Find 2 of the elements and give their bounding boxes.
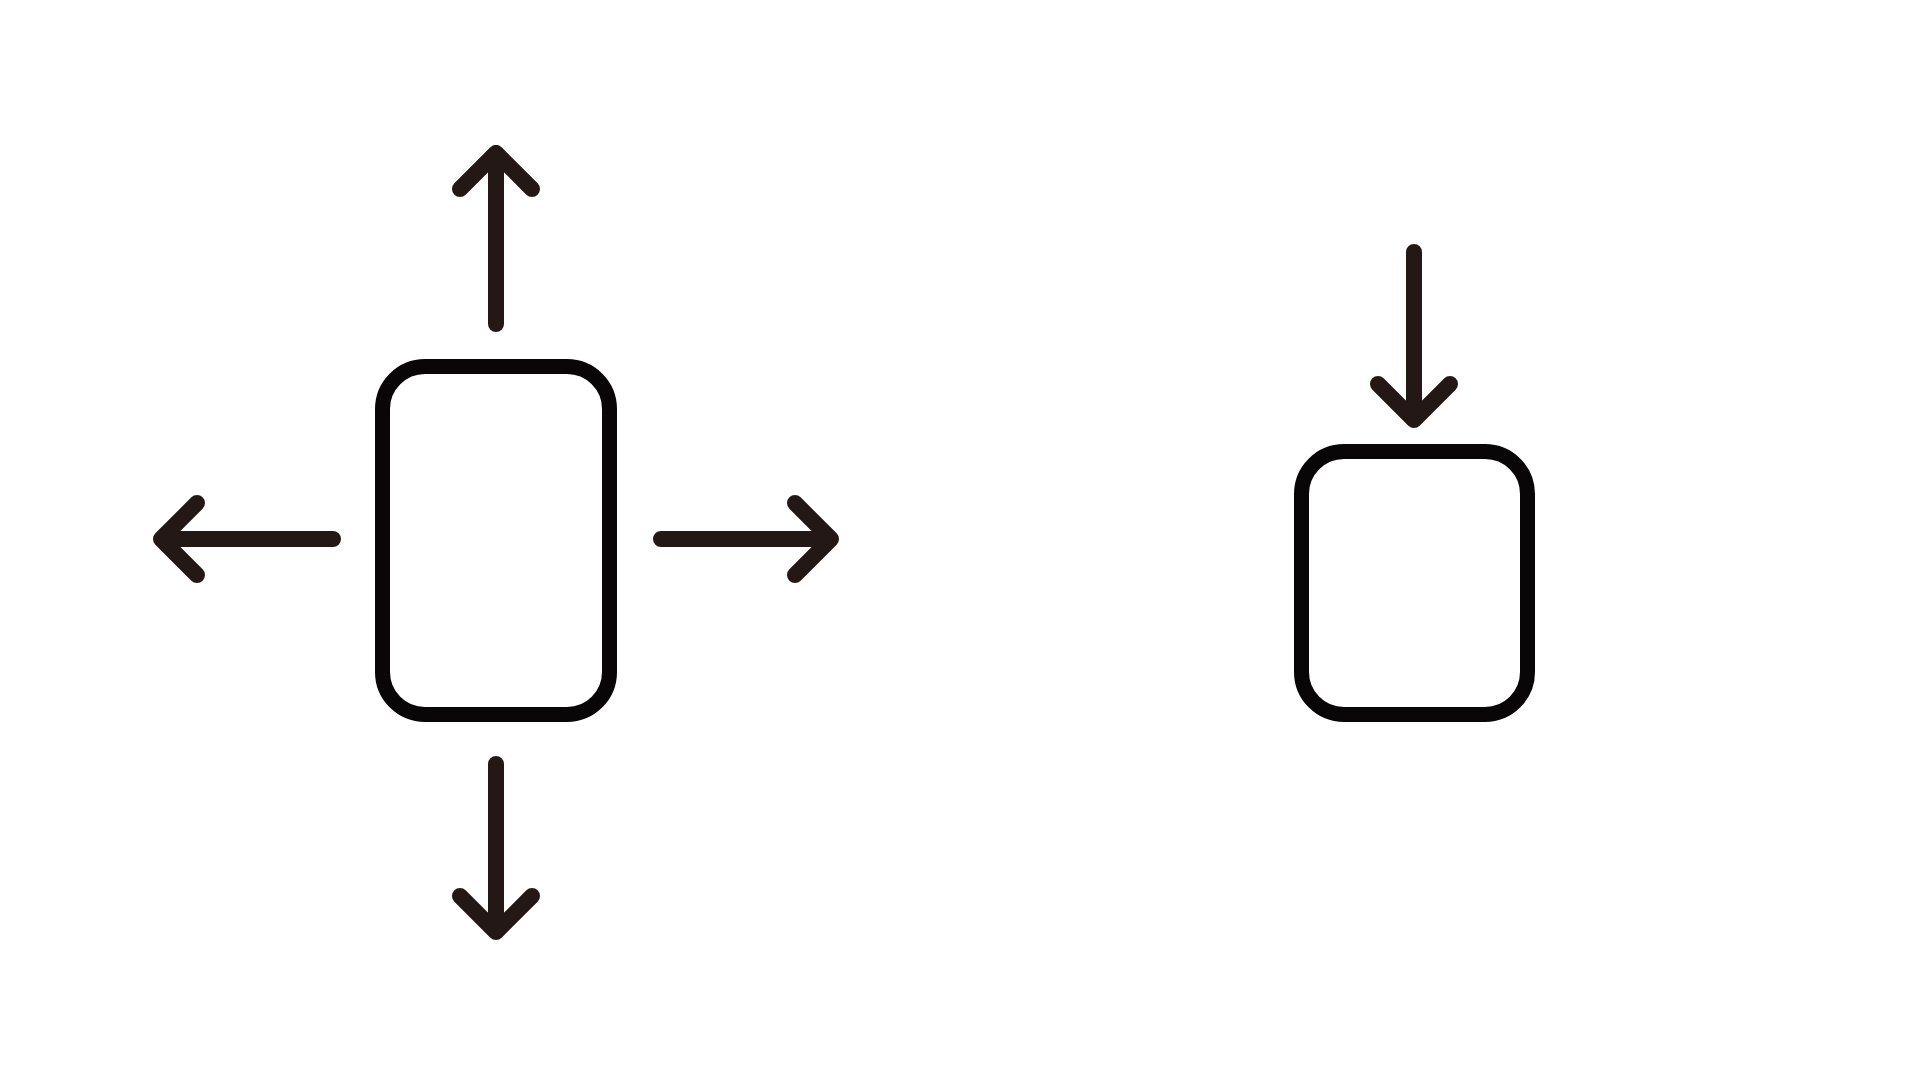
- rounded-box: [1294, 444, 1535, 722]
- rounded-box: [375, 359, 617, 722]
